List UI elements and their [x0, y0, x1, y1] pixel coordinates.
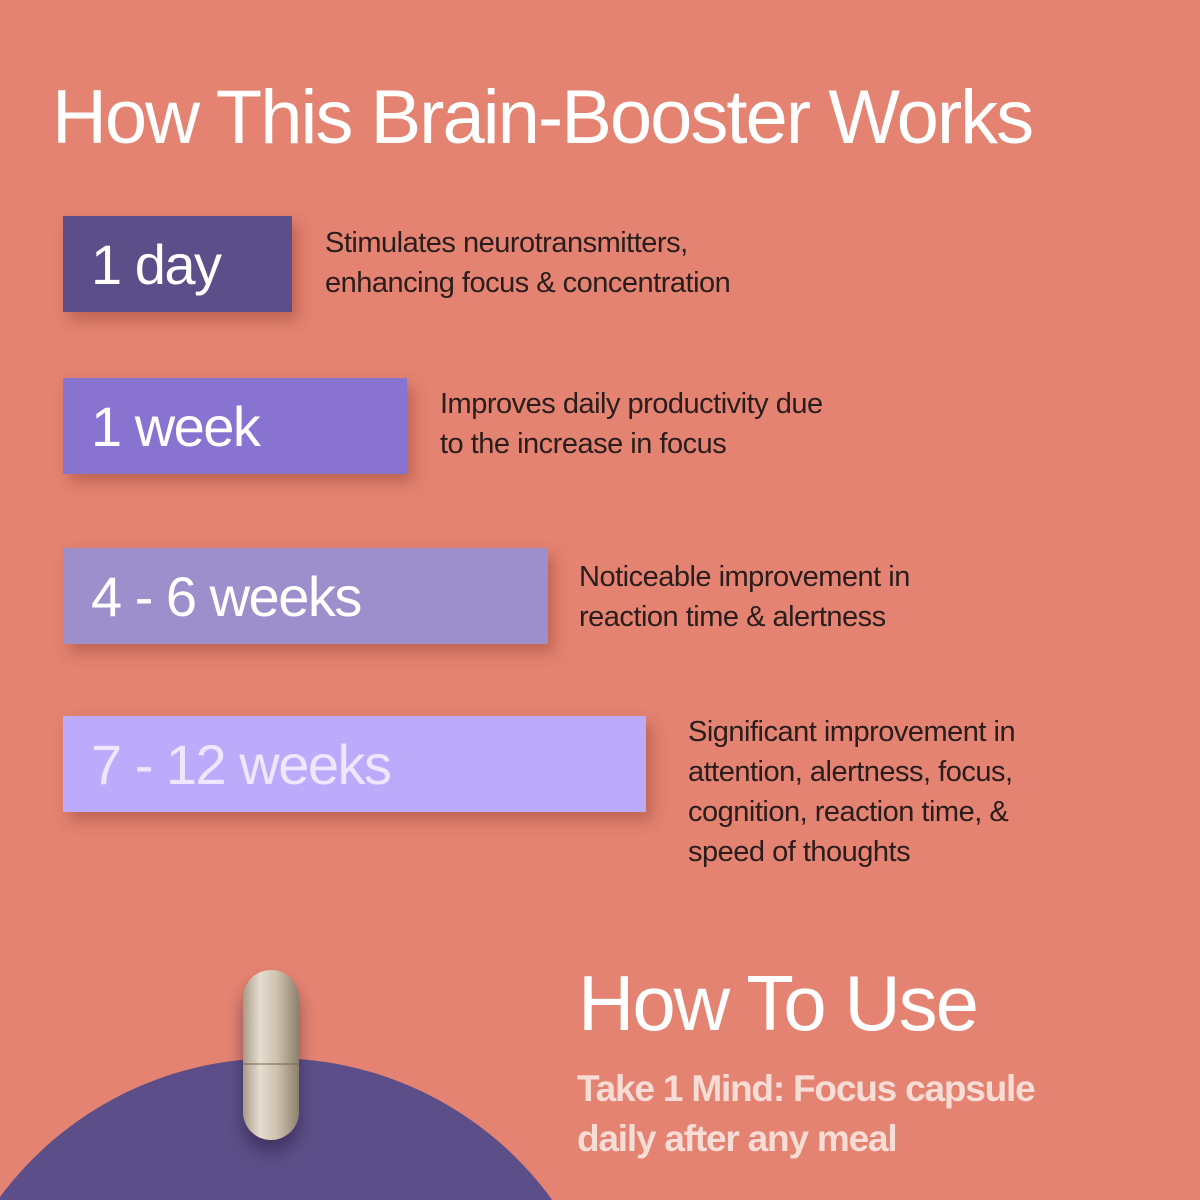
- description-line: enhancing focus & concentration: [325, 267, 731, 299]
- description-line: attention, alertness, focus,: [688, 756, 1013, 788]
- how-to-use-instructions: Take 1 Mind: Focus capsule daily after a…: [577, 1064, 1036, 1164]
- description-line: cognition, reaction time, &: [688, 796, 1009, 828]
- timeline-bar-1-day: 1 day: [63, 216, 292, 312]
- timeline-bar-7-12-weeks: 7 - 12 weeks: [63, 716, 646, 812]
- timeline-bar-4-6-weeks: 4 - 6 weeks: [63, 548, 548, 644]
- timeline-label: 1 week: [91, 394, 261, 458]
- capsule-image: [243, 970, 299, 1140]
- instruction-line: Take 1 Mind: Focus capsule: [577, 1068, 1036, 1109]
- timeline-description: Significant improvement in attention, al…: [688, 712, 1016, 872]
- how-to-use-title: How To Use: [578, 959, 979, 1047]
- description-line: Noticeable improvement in: [579, 561, 910, 593]
- timeline-label: 1 day: [91, 232, 222, 296]
- description-line: reaction time & alertness: [579, 601, 886, 633]
- timeline-description: Noticeable improvement in reaction time …: [579, 557, 910, 637]
- page-title: How This Brain-Booster Works: [52, 75, 1034, 160]
- timeline-bar-1-week: 1 week: [63, 378, 407, 474]
- timeline-label: 7 - 12 weeks: [91, 732, 392, 796]
- timeline-label: 4 - 6 weeks: [91, 564, 362, 628]
- description-line: Stimulates neurotransmitters,: [325, 227, 688, 259]
- description-line: to the increase in focus: [440, 428, 727, 460]
- description-line: Improves daily productivity due: [440, 388, 823, 420]
- capsule-seam: [243, 1063, 299, 1065]
- timeline-description: Stimulates neurotransmitters, enhancing …: [325, 223, 731, 303]
- timeline-description: Improves daily productivity due to the i…: [440, 384, 823, 464]
- description-line: speed of thoughts: [688, 836, 911, 868]
- instruction-line: daily after any meal: [577, 1118, 898, 1159]
- description-line: Significant improvement in: [688, 716, 1016, 748]
